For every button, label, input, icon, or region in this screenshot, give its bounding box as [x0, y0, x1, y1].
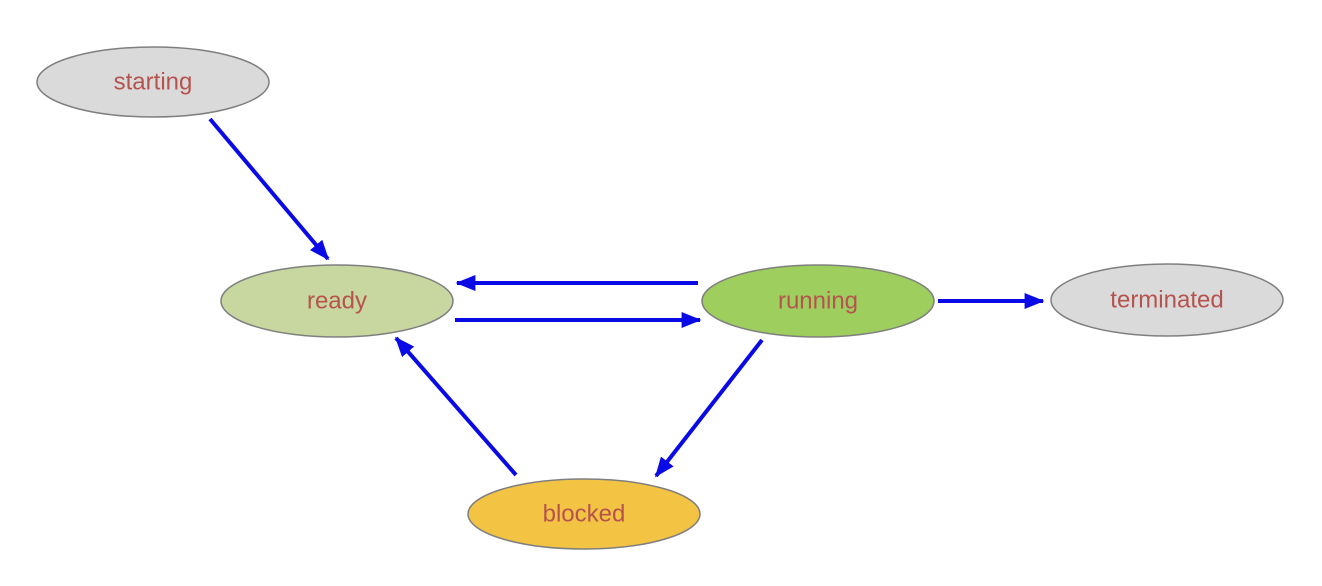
state-terminated-shape [1050, 263, 1284, 337]
state-blocked-label: blocked [543, 501, 626, 528]
state-ready-shape [220, 264, 454, 338]
edge-starting-to-ready [208, 117, 330, 261]
transitions [208, 117, 1045, 478]
state-ready-label: ready [307, 288, 367, 315]
state-blocked: blocked [467, 478, 701, 550]
edge-blocked-to-ready [394, 336, 518, 477]
state-blocked-shape [467, 478, 701, 550]
state-running-shape [701, 264, 935, 338]
state-starting-label: starting [114, 69, 193, 96]
state-running: running [701, 264, 935, 338]
state-ready: ready [220, 264, 454, 338]
state-starting-shape [36, 46, 270, 118]
state-running-label: running [778, 288, 858, 315]
state-starting: starting [36, 46, 270, 118]
edge-running-to-blocked [654, 338, 764, 478]
state-terminated: terminated [1050, 263, 1284, 337]
state-terminated-label: terminated [1110, 287, 1223, 314]
